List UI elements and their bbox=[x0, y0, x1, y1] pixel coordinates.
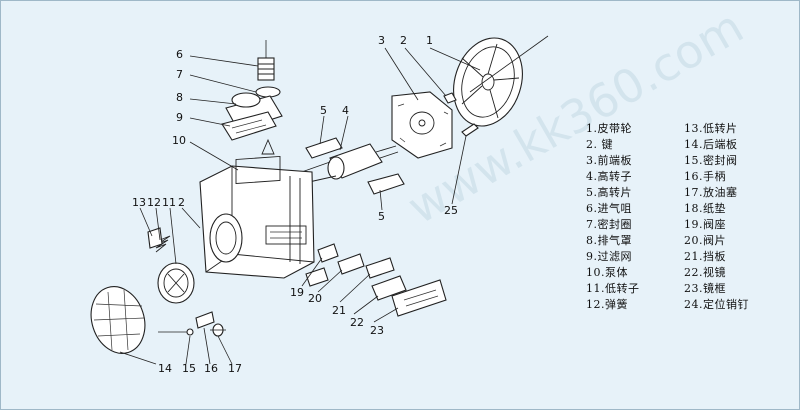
callout-5-lower: 5 bbox=[378, 210, 385, 223]
legend-item-4: 4.高转子 bbox=[586, 170, 632, 183]
legend-item-16: 16.手柄 bbox=[684, 170, 726, 183]
legend-item-20: 20.阀片 bbox=[684, 234, 726, 247]
low-rotor bbox=[157, 262, 195, 304]
callout-6: 6 bbox=[176, 48, 183, 61]
callout-9: 9 bbox=[176, 111, 183, 124]
legend-item-14: 14.后端板 bbox=[684, 138, 738, 151]
callout-3: 3 bbox=[378, 34, 385, 47]
legend-item-21: 21.挡板 bbox=[684, 250, 726, 263]
legend-item-6: 6.进气咀 bbox=[586, 202, 632, 215]
legend-item-10: 10.泵体 bbox=[586, 266, 628, 279]
high-rotor-vane-lower bbox=[367, 173, 405, 195]
sight-glass bbox=[371, 275, 407, 301]
spring bbox=[155, 235, 171, 253]
callout-2-lower: 2 bbox=[178, 196, 185, 209]
callout-14: 14 bbox=[158, 362, 172, 375]
legend-item-5: 5.高转片 bbox=[586, 186, 632, 199]
legend-item-3: 3.前端板 bbox=[586, 154, 632, 167]
callout-5-upper: 5 bbox=[320, 104, 327, 117]
callout-25: 25 bbox=[444, 204, 458, 217]
legend-item-12: 12.弹簧 bbox=[586, 298, 628, 311]
callout-4: 4 bbox=[342, 104, 349, 117]
legend-item-2: 2. 键 bbox=[586, 138, 613, 151]
seal-valve bbox=[158, 328, 194, 336]
callout-11: 11 bbox=[162, 196, 176, 209]
legend-item-15: 15.密封阀 bbox=[684, 154, 738, 167]
callout-10: 10 bbox=[172, 134, 186, 147]
callout-15: 15 bbox=[182, 362, 196, 375]
legend-item-19: 19.阀座 bbox=[684, 218, 726, 231]
callout-12: 12 bbox=[147, 196, 161, 209]
high-rotor bbox=[295, 143, 399, 185]
legend-item-8: 8.排气罩 bbox=[586, 234, 632, 247]
oil-drain-plug bbox=[210, 323, 226, 337]
leader-lines bbox=[119, 47, 481, 365]
callout-7: 7 bbox=[176, 68, 183, 81]
callout-13: 13 bbox=[132, 196, 146, 209]
callout-1: 1 bbox=[426, 34, 433, 47]
legend-item-1: 1.皮带轮 bbox=[586, 122, 632, 135]
baffle bbox=[365, 257, 395, 279]
high-rotor-vane-upper bbox=[305, 137, 343, 159]
rear-end-plate bbox=[90, 286, 146, 354]
legend-item-23: 23.镜框 bbox=[684, 282, 726, 295]
front-end-plate bbox=[391, 91, 453, 159]
legend-item-13: 13.低转片 bbox=[684, 122, 738, 135]
legend-item-9: 9.过滤网 bbox=[586, 250, 632, 263]
valve-handle bbox=[195, 311, 215, 329]
seal-ring bbox=[255, 86, 281, 98]
callout-23: 23 bbox=[370, 324, 384, 337]
callout-2: 2 bbox=[400, 34, 407, 47]
callout-22: 22 bbox=[350, 316, 364, 329]
callout-numbers: 1 2 3 4 5 5 6 7 8 9 10 25 13 12 11 2 14 … bbox=[132, 34, 458, 375]
legend-item-17: 17.放油塞 bbox=[684, 186, 738, 199]
legend-item-24: 24.定位销钉 bbox=[684, 298, 749, 311]
pump-body bbox=[199, 155, 315, 279]
valve-seat bbox=[317, 243, 339, 263]
callout-19: 19 bbox=[290, 286, 304, 299]
filter-screen bbox=[221, 111, 277, 155]
legend-item-7: 7.密封圈 bbox=[586, 218, 632, 231]
valve-plates bbox=[305, 253, 365, 287]
intake-nozzle bbox=[257, 40, 275, 81]
callout-21: 21 bbox=[332, 304, 346, 317]
callout-8: 8 bbox=[176, 91, 183, 104]
locating-pin bbox=[461, 123, 479, 137]
legend-item-18: 18.纸垫 bbox=[684, 202, 726, 215]
legend-item-22: 22.视镜 bbox=[684, 266, 726, 279]
low-rotor-vane bbox=[147, 227, 163, 249]
callout-16: 16 bbox=[204, 362, 218, 375]
callout-20: 20 bbox=[308, 292, 322, 305]
callout-17: 17 bbox=[228, 362, 242, 375]
legend-item-11: 11.低转子 bbox=[586, 282, 640, 295]
shaft-key bbox=[443, 92, 457, 104]
